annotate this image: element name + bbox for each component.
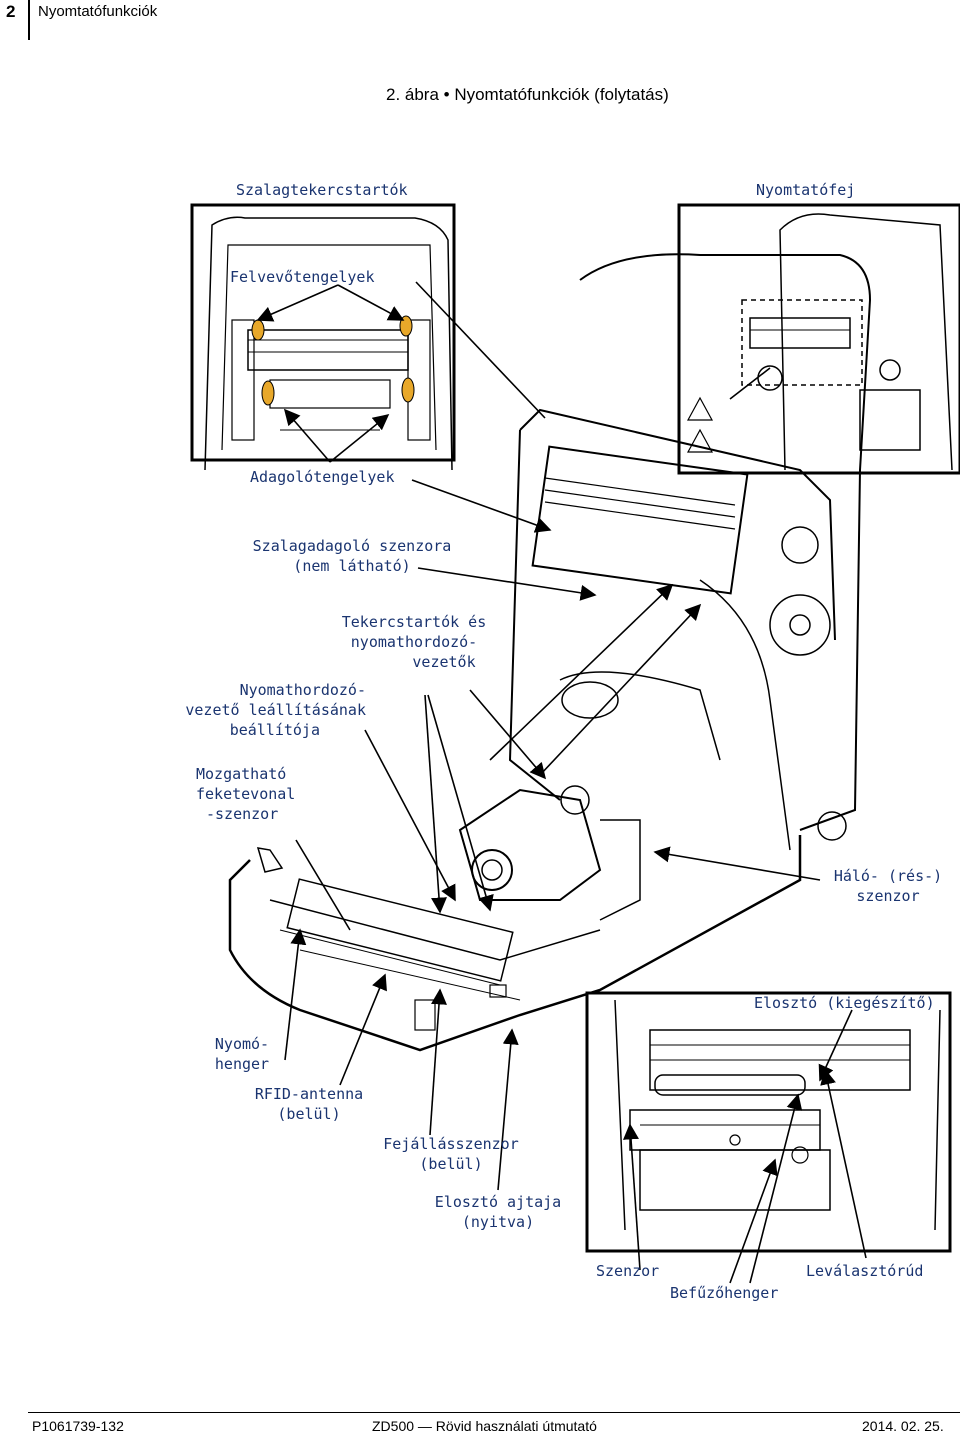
page-number: 2 (6, 2, 16, 21)
label-roll-holders-line3: vezetők (412, 653, 476, 671)
label-platen: Nyomó- henger (200, 1034, 284, 1074)
label-printhead: Nyomtatófej (756, 181, 856, 199)
label-guide-stop: Nyomathordozó- vezető leállításának beál… (170, 680, 366, 740)
label-guide-stop-line2: vezető leállításának (185, 701, 366, 719)
label-black-mark-line3: -szenzor (206, 805, 279, 823)
label-dispenser-option: Elosztó (kiegészítő) (754, 994, 935, 1012)
label-ribbon-sensor: Szalagadagoló szenzora (nem látható) (236, 536, 468, 576)
label-pinch-roller: Befűzőhenger (670, 1284, 779, 1302)
label-platen-line1: Nyomó- (214, 1035, 270, 1053)
label-peel-bar: Leválasztórúd (806, 1262, 924, 1280)
label-rfid-line1: RFID-antenna (254, 1085, 364, 1103)
label-sensor: Szenzor (596, 1262, 660, 1280)
footer-doc-id: P1061739-132 (32, 1418, 124, 1434)
label-platen-line2: henger (214, 1055, 270, 1073)
inset-ribbon-view (190, 203, 456, 471)
label-head-up-sensor: Fejállásszenzor (belül) (376, 1134, 526, 1174)
leader-lines (256, 281, 867, 1284)
label-gap-sensor-line1: Háló- (rés-) (833, 867, 943, 885)
label-head-up-line1: Fejállásszenzor (383, 1135, 519, 1153)
label-guide-stop-line1: Nyomathordozó- (239, 681, 366, 699)
printer-main-body (228, 253, 872, 1052)
label-gap-sensor: Háló- (rés-) szenzor (822, 866, 954, 906)
section-title: Nyomtatófunkciók (38, 3, 158, 20)
label-rfid-antenna: RFID-antenna (belül) (240, 1084, 378, 1124)
label-roll-holders-line2: nyomathordozó- (350, 633, 478, 651)
label-head-up-line2: (belül) (419, 1155, 483, 1173)
label-door-line2: (nyitva) (461, 1213, 535, 1231)
label-supply-spindles: Adagolótengelyek (250, 468, 395, 486)
figure-title: 2. ábra • Nyomtatófunkciók (folytatás) (386, 85, 669, 104)
inset-printhead-view (677, 203, 960, 475)
label-black-mark-line1: Mozgatható (196, 765, 287, 783)
label-ribbon-holders: Szalagtekercstartók (236, 181, 408, 199)
label-ribbon-sensor-line1: Szalagadagoló szenzora (252, 537, 452, 555)
label-door-line1: Elosztó ajtaja (434, 1193, 562, 1211)
footer-manual-title: ZD500 — Rövid használati útmutató (372, 1418, 597, 1434)
label-take-up-spindles: Felvevőtengelyek (230, 268, 375, 286)
label-dispenser-door: Elosztó ajtaja (nyitva) (428, 1192, 568, 1232)
label-guide-stop-line3: beállítója (229, 721, 320, 739)
header-divider (28, 0, 30, 40)
label-black-mark-sensor: Mozgatható feketevonal -szenzor (196, 764, 295, 824)
footer-divider (28, 1412, 960, 1413)
label-gap-sensor-line2: szenzor (856, 887, 920, 905)
label-black-mark-line2: feketevonal (196, 785, 296, 803)
label-roll-holders: Tekercstartók és nyomathordozó- vezetők (326, 612, 502, 672)
footer-date: 2014. 02. 25. (862, 1418, 944, 1434)
label-ribbon-sensor-line2: (nem látható) (293, 557, 411, 575)
label-rfid-line2: (belül) (277, 1105, 341, 1123)
label-roll-holders-line1: Tekercstartók és (341, 613, 487, 631)
